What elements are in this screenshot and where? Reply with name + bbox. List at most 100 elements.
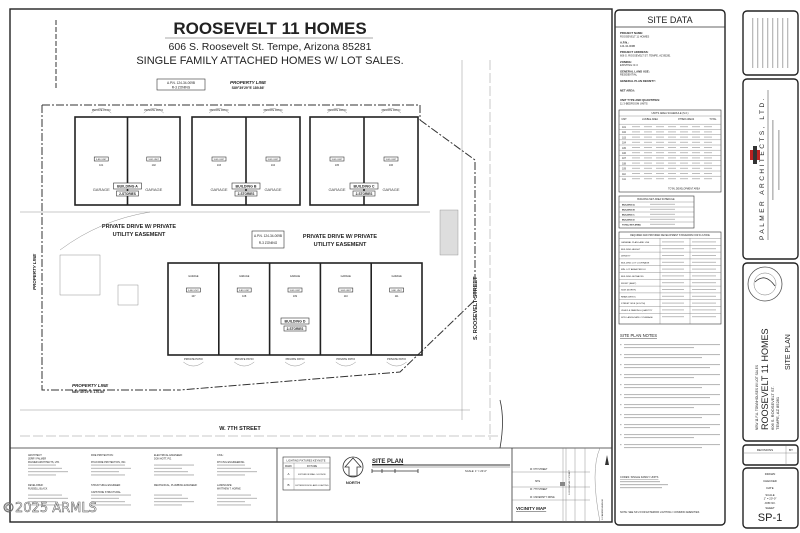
- site-field-value: RESIDENTIAL: [620, 73, 638, 77]
- title-block-address-2: TEMPE, AZ 85281: [775, 396, 780, 430]
- general-note-line: [762, 18, 764, 68]
- unit-tag: [329, 156, 345, 162]
- note-line: [624, 374, 720, 376]
- units-table-unit: 102: [622, 132, 627, 134]
- private-patio-label: PRIVATE PATIO: [235, 357, 254, 361]
- north-arrow-icon: [344, 457, 362, 477]
- project-title: ROOSEVELT 11 HOMES: [173, 19, 366, 38]
- mailbox-area: [117, 284, 139, 306]
- note-line: [624, 417, 702, 419]
- standards-row: BUILDING SETBACKS: [621, 275, 644, 278]
- site-field-value: ROOSEVELT 11 HOMES: [620, 34, 650, 38]
- sheet-label: SHEET: [765, 506, 775, 510]
- title-block-address-1: 606 S. ROOSEVELT ST.: [770, 386, 775, 430]
- unit-number: 102: [152, 164, 157, 167]
- scale-label: SCALE: [765, 493, 774, 497]
- garage-label: GARAGE: [290, 275, 301, 278]
- note-line: [624, 407, 694, 409]
- job-number-label: JOB NO.: [764, 501, 775, 505]
- scale-value: 1" = 20'-0": [764, 497, 777, 501]
- property-line-label-west: PROPERTY LINE: [32, 253, 37, 290]
- development-standards-table: REQUIRED AND PROVIDED DEVELOPMENT STANDA…: [618, 231, 722, 325]
- note-line: [624, 394, 720, 396]
- drawing-border: [9, 8, 613, 523]
- sheet-info-panel: [742, 467, 799, 529]
- project-line: NEW 11 F.A. TOWNHOUSES W/ LOT SALES: [755, 365, 759, 430]
- note-line: [624, 437, 694, 439]
- note-line: [624, 344, 720, 346]
- private-patio-label: PRIVATE PATIO: [286, 357, 305, 361]
- architect-firm-name: PALMER ARCHITECTS, LTD.: [759, 96, 766, 240]
- garage-label: GARAGE: [328, 187, 345, 192]
- units-table-footer: TOTAL DEVELOPMENT AREA: [668, 188, 700, 191]
- standards-row: STREET SIDE (SOUTH): [621, 303, 645, 305]
- general-note-line: [772, 18, 774, 68]
- note-number: [620, 364, 622, 366]
- title-block-sheet-title: SITE PLAN: [785, 334, 792, 370]
- vicinity-map: W. 6TH STREET W. 7TH STREET W. UNIVERSIT…: [512, 447, 609, 523]
- trash-enclosure: [439, 209, 459, 256]
- general-note-line: [782, 18, 784, 68]
- north-label: NORTH: [346, 480, 360, 485]
- consultant-firm: RH CIVIL ENGINEERING: [217, 461, 245, 464]
- unit-type-label: 3-BD UNIT: [214, 159, 225, 161]
- building-stories: 2-STORIES: [356, 192, 373, 196]
- units-table-unit: 106: [622, 153, 627, 155]
- garage-label: GARAGE: [188, 275, 199, 278]
- note-line: [624, 387, 702, 389]
- units-table-unit: 108: [622, 163, 627, 165]
- units-table-header: UNIT: [621, 119, 627, 121]
- standards-row: BUILDING HEIGHT: [621, 249, 641, 251]
- site-data-title: SITE DATA: [647, 15, 692, 25]
- unit-tag: [383, 156, 399, 162]
- apn-tag-top: [156, 78, 206, 91]
- unit-number: 109: [293, 295, 298, 298]
- architect-panel: [742, 78, 799, 260]
- note-number: [620, 404, 622, 406]
- vicinity-site-label: SITE: [535, 481, 541, 483]
- site-plan-notes-title: SITE PLAN NOTES: [620, 333, 657, 338]
- private-patio-label: PRIVATE PATIO: [264, 108, 283, 112]
- units-table-unit: 109: [622, 169, 627, 171]
- unit-type-label: 3-BD UNIT: [268, 159, 279, 161]
- note-number: [620, 354, 622, 356]
- unit-type-label: 3-BD UNIT: [332, 159, 343, 161]
- site-bottom-note: NOTE: SEE SP-2 FOR EXTERIOR LIGHTING / C…: [620, 511, 700, 514]
- note-line: [624, 364, 720, 366]
- unit-type-label: 3-BD UNIT: [391, 290, 402, 292]
- standards-row: SITE LANDSCAPE COVERAGE: [621, 316, 653, 319]
- unit-type-label: 3-BD UNIT: [290, 290, 301, 292]
- site-field-label: PROJECT NAME:: [620, 31, 643, 35]
- building-stories: 2-STORIES: [287, 327, 304, 331]
- lighting-fixture-a: EXTERIOR WALL SCONCE: [298, 473, 326, 476]
- site-plan-title: SITE PLAN: [372, 459, 403, 465]
- units-table-unit: 105: [622, 148, 627, 150]
- unit-type-label: 3-BD UNIT: [148, 159, 159, 161]
- site-field-label: ZONING:: [620, 60, 632, 64]
- site-field-value: 11 3-BEDROOM UNITS: [620, 102, 648, 106]
- unit-type-label: 3-BD UNIT: [188, 290, 199, 292]
- unit-type-label: 3-BD UNIT: [239, 290, 250, 292]
- private-patio-label: PRIVATE PATIO: [92, 108, 111, 112]
- consultant-firm: PALMER ARCHITECTS, LTD.: [28, 461, 60, 464]
- unit-number: 108: [242, 295, 247, 298]
- standards-row: FRONT (EAST): [621, 282, 637, 285]
- standards-row: MIN. LOT AREA PER DU: [621, 268, 646, 271]
- property-lines: A.P.N. 124-34-009B R-3 ZONING PROPERTY L…: [32, 20, 476, 394]
- note-line: [624, 377, 694, 379]
- unit-type-label: 3-BD UNIT: [386, 159, 397, 161]
- note-line: [624, 434, 720, 436]
- vicinity-street: W. 7TH STREET: [530, 489, 548, 491]
- units-table-unit: 111: [622, 179, 626, 181]
- unit-tag: [287, 287, 303, 293]
- net-area-row: TOTAL NET AREA: [622, 224, 641, 227]
- net-area-row: BUILDING B: [622, 210, 635, 212]
- note-number: [620, 424, 622, 426]
- garage-label: GARAGE: [391, 275, 402, 278]
- project-subtitle: SINGLE FAMILY ATTACHED HOMES W/ LOT SALE…: [136, 55, 403, 67]
- site-field-value: 124-34-009B: [620, 44, 635, 48]
- garage-label: GARAGE: [93, 187, 110, 192]
